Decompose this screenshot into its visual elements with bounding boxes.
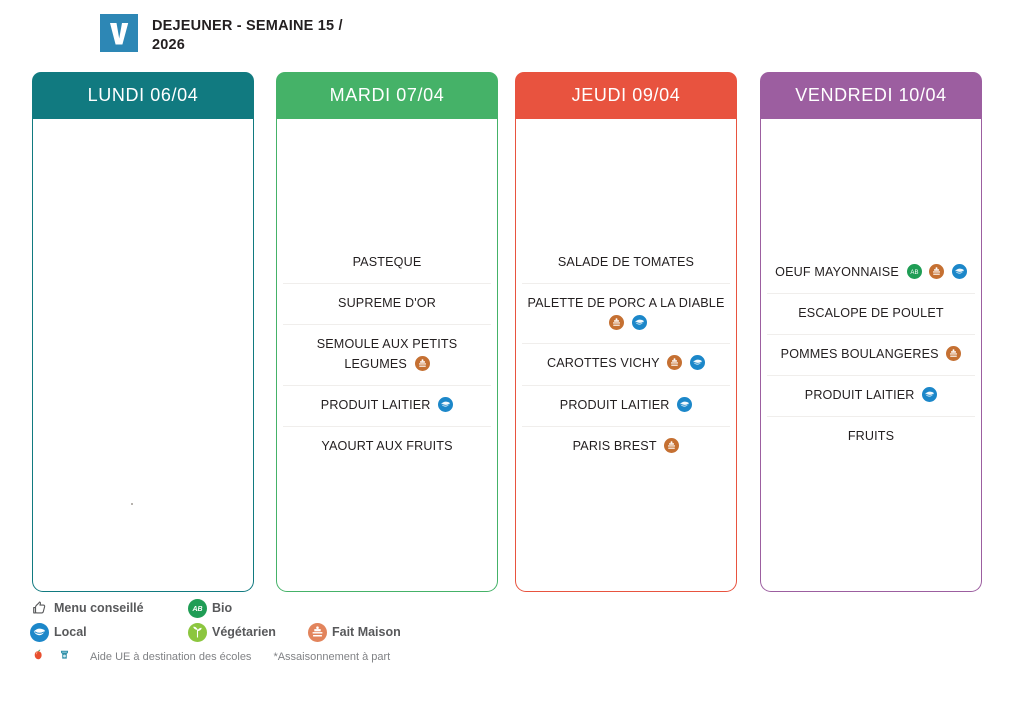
menu-list-vendredi: OEUF MAYONNAISE AB ESCALOPE DE POULET (767, 253, 975, 458)
menu-item: CAROTTES VICHY (522, 344, 730, 386)
menu-item-label: ESCALOPE DE POULET (798, 306, 944, 321)
menu-item: FRUITS (767, 417, 975, 457)
day-label-mardi: MARDI 07/04 (329, 85, 445, 105)
menu-item: PRODUIT LAITIER (767, 376, 975, 418)
menu-item: PARIS BREST (522, 427, 730, 467)
week-board: LUNDI 06/04 MARDI 07/04 PASTEQUE SUPREME… (0, 72, 1024, 594)
fait-maison-icon (667, 355, 683, 371)
day-column-lundi: LUNDI 06/04 (32, 72, 254, 593)
legend-entry-local: Local (30, 622, 188, 642)
local-icon (438, 396, 454, 412)
menu-item-label: PRODUIT LAITIER (559, 397, 670, 412)
menu-item: ESCALOPE DE POULET (767, 294, 975, 335)
menu-item: SEMOULE AUX PETITS LEGUMES (283, 325, 491, 386)
day-body-mardi: PASTEQUE SUPREME D'OR SEMOULE AUX PETITS… (276, 119, 498, 592)
menu-item: SUPREME D'OR (283, 284, 491, 326)
menu-item: PRODUIT LAITIER (283, 386, 491, 427)
bio-icon: AB (188, 598, 207, 618)
menu-list-jeudi: SALADE DE TOMATES PALETTE DE PORC A LA D… (522, 243, 730, 466)
fait-maison-icon (414, 355, 430, 371)
menu-item: OEUF MAYONNAISE AB (767, 253, 975, 294)
menu-item: PALETTE DE PORC A LA DIABLE (522, 284, 730, 345)
legend-entry-vegetarien: Végétarien (188, 622, 308, 642)
menu-item-label: SALADE DE TOMATES (557, 255, 695, 270)
legend-label-bio: Bio (212, 601, 233, 615)
menu-item: SALADE DE TOMATES (522, 243, 730, 285)
local-icon (30, 622, 49, 642)
menu-item-label: PASTEQUE (352, 255, 422, 270)
day-column-vendredi: VENDREDI 10/04 OEUF MAYONNAISE AB (760, 72, 982, 593)
fait-maison-icon (609, 314, 625, 330)
legend-label-local: Local (54, 625, 87, 639)
day-body-vendredi: OEUF MAYONNAISE AB ESCALOPE DE POULET (760, 119, 982, 592)
legend-label-fait-maison: Fait Maison (332, 625, 401, 639)
menu-item-label: YAOURT AUX FRUITS (321, 438, 453, 453)
leaf-icon (188, 622, 207, 642)
fait-maison-icon (929, 263, 945, 279)
legend: Menu conseillé AB Bio Local (30, 596, 590, 670)
day-body-jeudi: SALADE DE TOMATES PALETTE DE PORC A LA D… (515, 119, 737, 592)
day-label-vendredi: VENDREDI 10/04 (795, 85, 947, 105)
fait-maison-icon (308, 622, 327, 642)
legend-label-assaisonnement: *Assaisonnement à part (273, 651, 391, 663)
svg-text:AB: AB (910, 270, 918, 276)
menu-item: POMMES BOULANGERES (767, 335, 975, 377)
legend-row: Menu conseillé AB Bio (30, 596, 590, 620)
local-icon (689, 355, 705, 371)
legend-label-menu-conseille: Menu conseillé (54, 601, 144, 615)
local-icon (677, 396, 693, 412)
fruit-icon (30, 646, 47, 668)
day-body-lundi (32, 119, 254, 592)
legend-row: Local Végétarien (30, 620, 590, 644)
menu-item-label: SEMOULE AUX PETITS LEGUMES (316, 337, 458, 371)
menu-item-label: PRODUIT LAITIER (804, 388, 915, 403)
logo (100, 14, 138, 52)
fait-maison-icon (946, 345, 962, 361)
local-icon (631, 314, 647, 330)
thumbs-up-icon (30, 599, 49, 618)
day-label-jeudi: JEUDI 09/04 (571, 85, 681, 105)
menu-item-label: PALETTE DE PORC A LA DIABLE (527, 296, 725, 311)
legend-label-aide-ue: Aide UE à destination des écoles (90, 651, 252, 663)
bio-icon: AB (906, 263, 922, 279)
menu-item-label: PRODUIT LAITIER (320, 397, 431, 412)
day-header-mardi: MARDI 07/04 (276, 72, 498, 119)
local-icon (922, 387, 938, 403)
aide-ue-icons (30, 646, 90, 668)
milk-drop-icon (56, 646, 73, 668)
menu-item: YAOURT AUX FRUITS (283, 427, 491, 467)
day-header-lundi: LUNDI 06/04 (32, 72, 254, 119)
day-header-jeudi: JEUDI 09/04 (515, 72, 737, 119)
menu-item: PRODUIT LAITIER (522, 386, 730, 427)
day-column-jeudi: JEUDI 09/04 SALADE DE TOMATES PALETTE DE… (515, 72, 737, 593)
menu-list-mardi: PASTEQUE SUPREME D'OR SEMOULE AUX PETITS… (283, 243, 491, 467)
fait-maison-icon (664, 437, 680, 453)
day-column-mardi: MARDI 07/04 PASTEQUE SUPREME D'OR SEMOUL… (276, 72, 498, 593)
menu-item-label: POMMES BOULANGERES (780, 347, 939, 362)
legend-entry-bio: AB Bio (188, 598, 308, 618)
menu-item-label: PARIS BREST (572, 438, 657, 453)
scan-artifact (131, 503, 133, 505)
svg-text:AB: AB (191, 606, 202, 613)
page-title: DEJEUNER - SEMAINE 15 / 2026 (152, 18, 343, 53)
menu-item-label: FRUITS (847, 429, 895, 444)
legend-label-vegetarien: Végétarien (212, 625, 276, 639)
menu-item: PASTEQUE (283, 243, 491, 285)
menu-item-label: CAROTTES VICHY (547, 356, 660, 371)
day-header-vendredi: VENDREDI 10/04 (760, 72, 982, 119)
menu-item-label: SUPREME D'OR (338, 296, 436, 311)
legend-entry-fait-maison: Fait Maison (308, 622, 401, 642)
menu-item-label: OEUF MAYONNAISE (775, 264, 899, 279)
legend-entry-menu-conseille: Menu conseillé (30, 599, 188, 618)
local-icon (951, 263, 967, 279)
day-label-lundi: LUNDI 06/04 (87, 85, 199, 105)
document-header: DEJEUNER - SEMAINE 15 / 2026 (100, 14, 367, 54)
legend-row: Aide UE à destination des écoles *Assais… (30, 644, 590, 670)
